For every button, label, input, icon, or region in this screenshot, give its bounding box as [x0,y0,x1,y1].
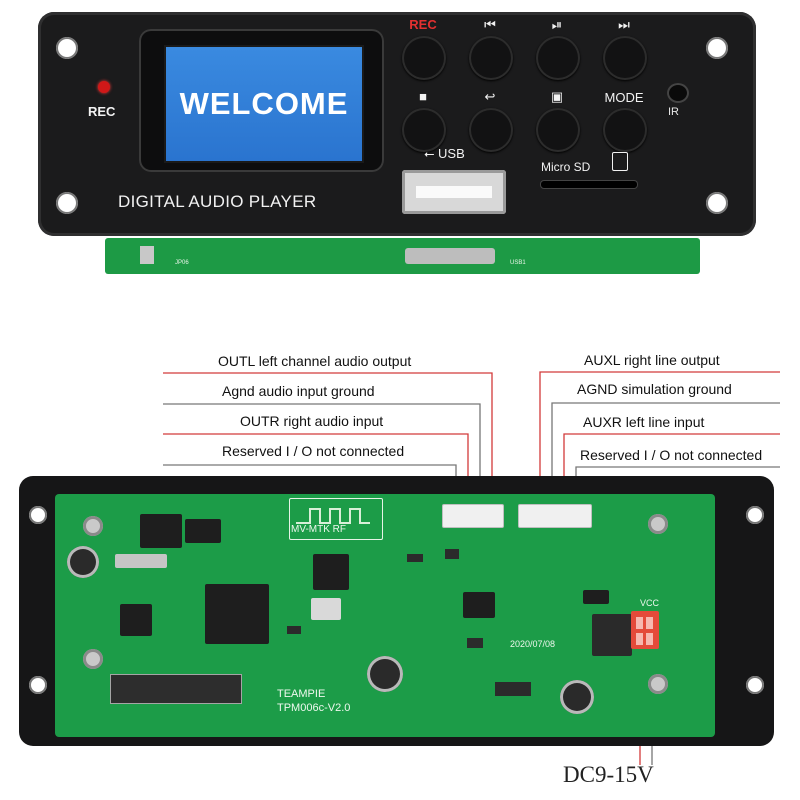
bt-antenna [289,498,383,540]
leader-line [539,371,780,514]
voltage-regulator [592,614,632,656]
mount-hole [706,192,728,214]
smd-part [495,682,531,696]
mount-hole [56,37,78,59]
crystal [311,598,341,620]
annotation-left-3: OUTR right audio input [240,413,384,429]
diode [583,590,609,604]
annotation-left-2: Agnd audio input ground [222,383,375,399]
electrolytic-capacitor [367,656,403,692]
vcc-silk: VCC [640,598,660,608]
aux-input-connector[interactable] [518,504,592,528]
repeat-icon: ↩ [484,89,496,104]
mode-button-label: MODE [604,90,644,105]
sd-card-icon [612,152,628,171]
micro-sd-slot[interactable] [541,181,637,188]
usb-label: ⭠ USB [424,146,465,162]
rec-button-label: REC [409,17,437,32]
lcd-display: WELCOME [164,45,364,163]
screw [83,649,103,669]
smd-part [287,626,301,634]
ir-sensor [667,83,689,103]
annotation-right-2: AGND simulation ground [577,381,732,397]
main-mcu-chip [205,584,269,644]
usb-port[interactable] [402,170,506,214]
leader-line [163,372,493,514]
next-icon: ⏭ [618,17,630,32]
mount-hole [56,192,78,214]
play-pause-button[interactable] [536,36,580,80]
model-name: DIGITAL AUDIO PLAYER [118,192,317,211]
annotation-right-4: Reserved I / O not connected [580,447,763,463]
audio-output-connector[interactable] [442,504,504,528]
ic-chip [463,592,495,618]
usb-label-text: USB [438,146,465,161]
repeat-button[interactable] [469,108,513,152]
screw [648,514,668,534]
prev-icon: ⏮ [484,17,496,32]
main-pcb: MV-MTK RF 2020/07/08 TEAMPIE TPM006c-V2.… [55,494,715,737]
annotation-left-1: OUTL left channel audio output [218,353,412,369]
mount-hole [746,676,764,694]
power-connector[interactable] [631,611,659,649]
mount-hole [29,676,47,694]
ic-chip [140,514,182,548]
bt-chip [313,554,349,590]
annotation-left-4: Reserved I / O not connected [222,443,405,459]
brand-silk: TEAMPIE [277,688,326,700]
ic-chip [120,604,152,636]
stop-button[interactable] [402,108,446,152]
electrolytic-capacitor [560,680,594,714]
smd-part [407,554,423,562]
power-voltage-label: DC9-15V [563,762,654,787]
play-pause-icon: ⏯ [551,17,563,32]
model-silk: TPM006c-V2.0 [277,702,351,714]
smd-part [467,638,483,648]
screw [83,516,103,536]
prev-button[interactable] [469,36,513,80]
bt-module-label: MV-MTK RF [291,524,346,535]
crystal-oscillator [115,554,167,568]
lcd-text: WELCOME [179,86,349,121]
folder-icon: ▣ [550,89,564,104]
screw [648,674,668,694]
front-pcb-edge: JP06 USB1 [105,238,700,274]
mode-button[interactable] [603,108,647,152]
ic-chip [185,519,221,543]
annotation-right-3: AUXR left line input [583,414,705,430]
display-ribbon-connector [110,674,242,704]
electrolytic-capacitor [67,546,99,578]
mount-hole [29,506,47,524]
next-button[interactable] [603,36,647,80]
date-silk: 2020/07/08 [510,639,556,649]
usb-icon: ⭠ [424,146,435,161]
folder-button[interactable] [536,108,580,152]
rec-button[interactable] [402,36,446,80]
stop-icon: ■ [419,89,427,104]
ir-label: IR [668,106,679,118]
mount-hole [706,37,728,59]
sd-label: Micro SD [541,160,591,174]
annotation-right-1: AUXL right line output [584,352,720,368]
rec-led [98,81,110,93]
rec-led-label: REC [88,104,116,119]
mount-hole [746,506,764,524]
smd-part [445,549,459,559]
